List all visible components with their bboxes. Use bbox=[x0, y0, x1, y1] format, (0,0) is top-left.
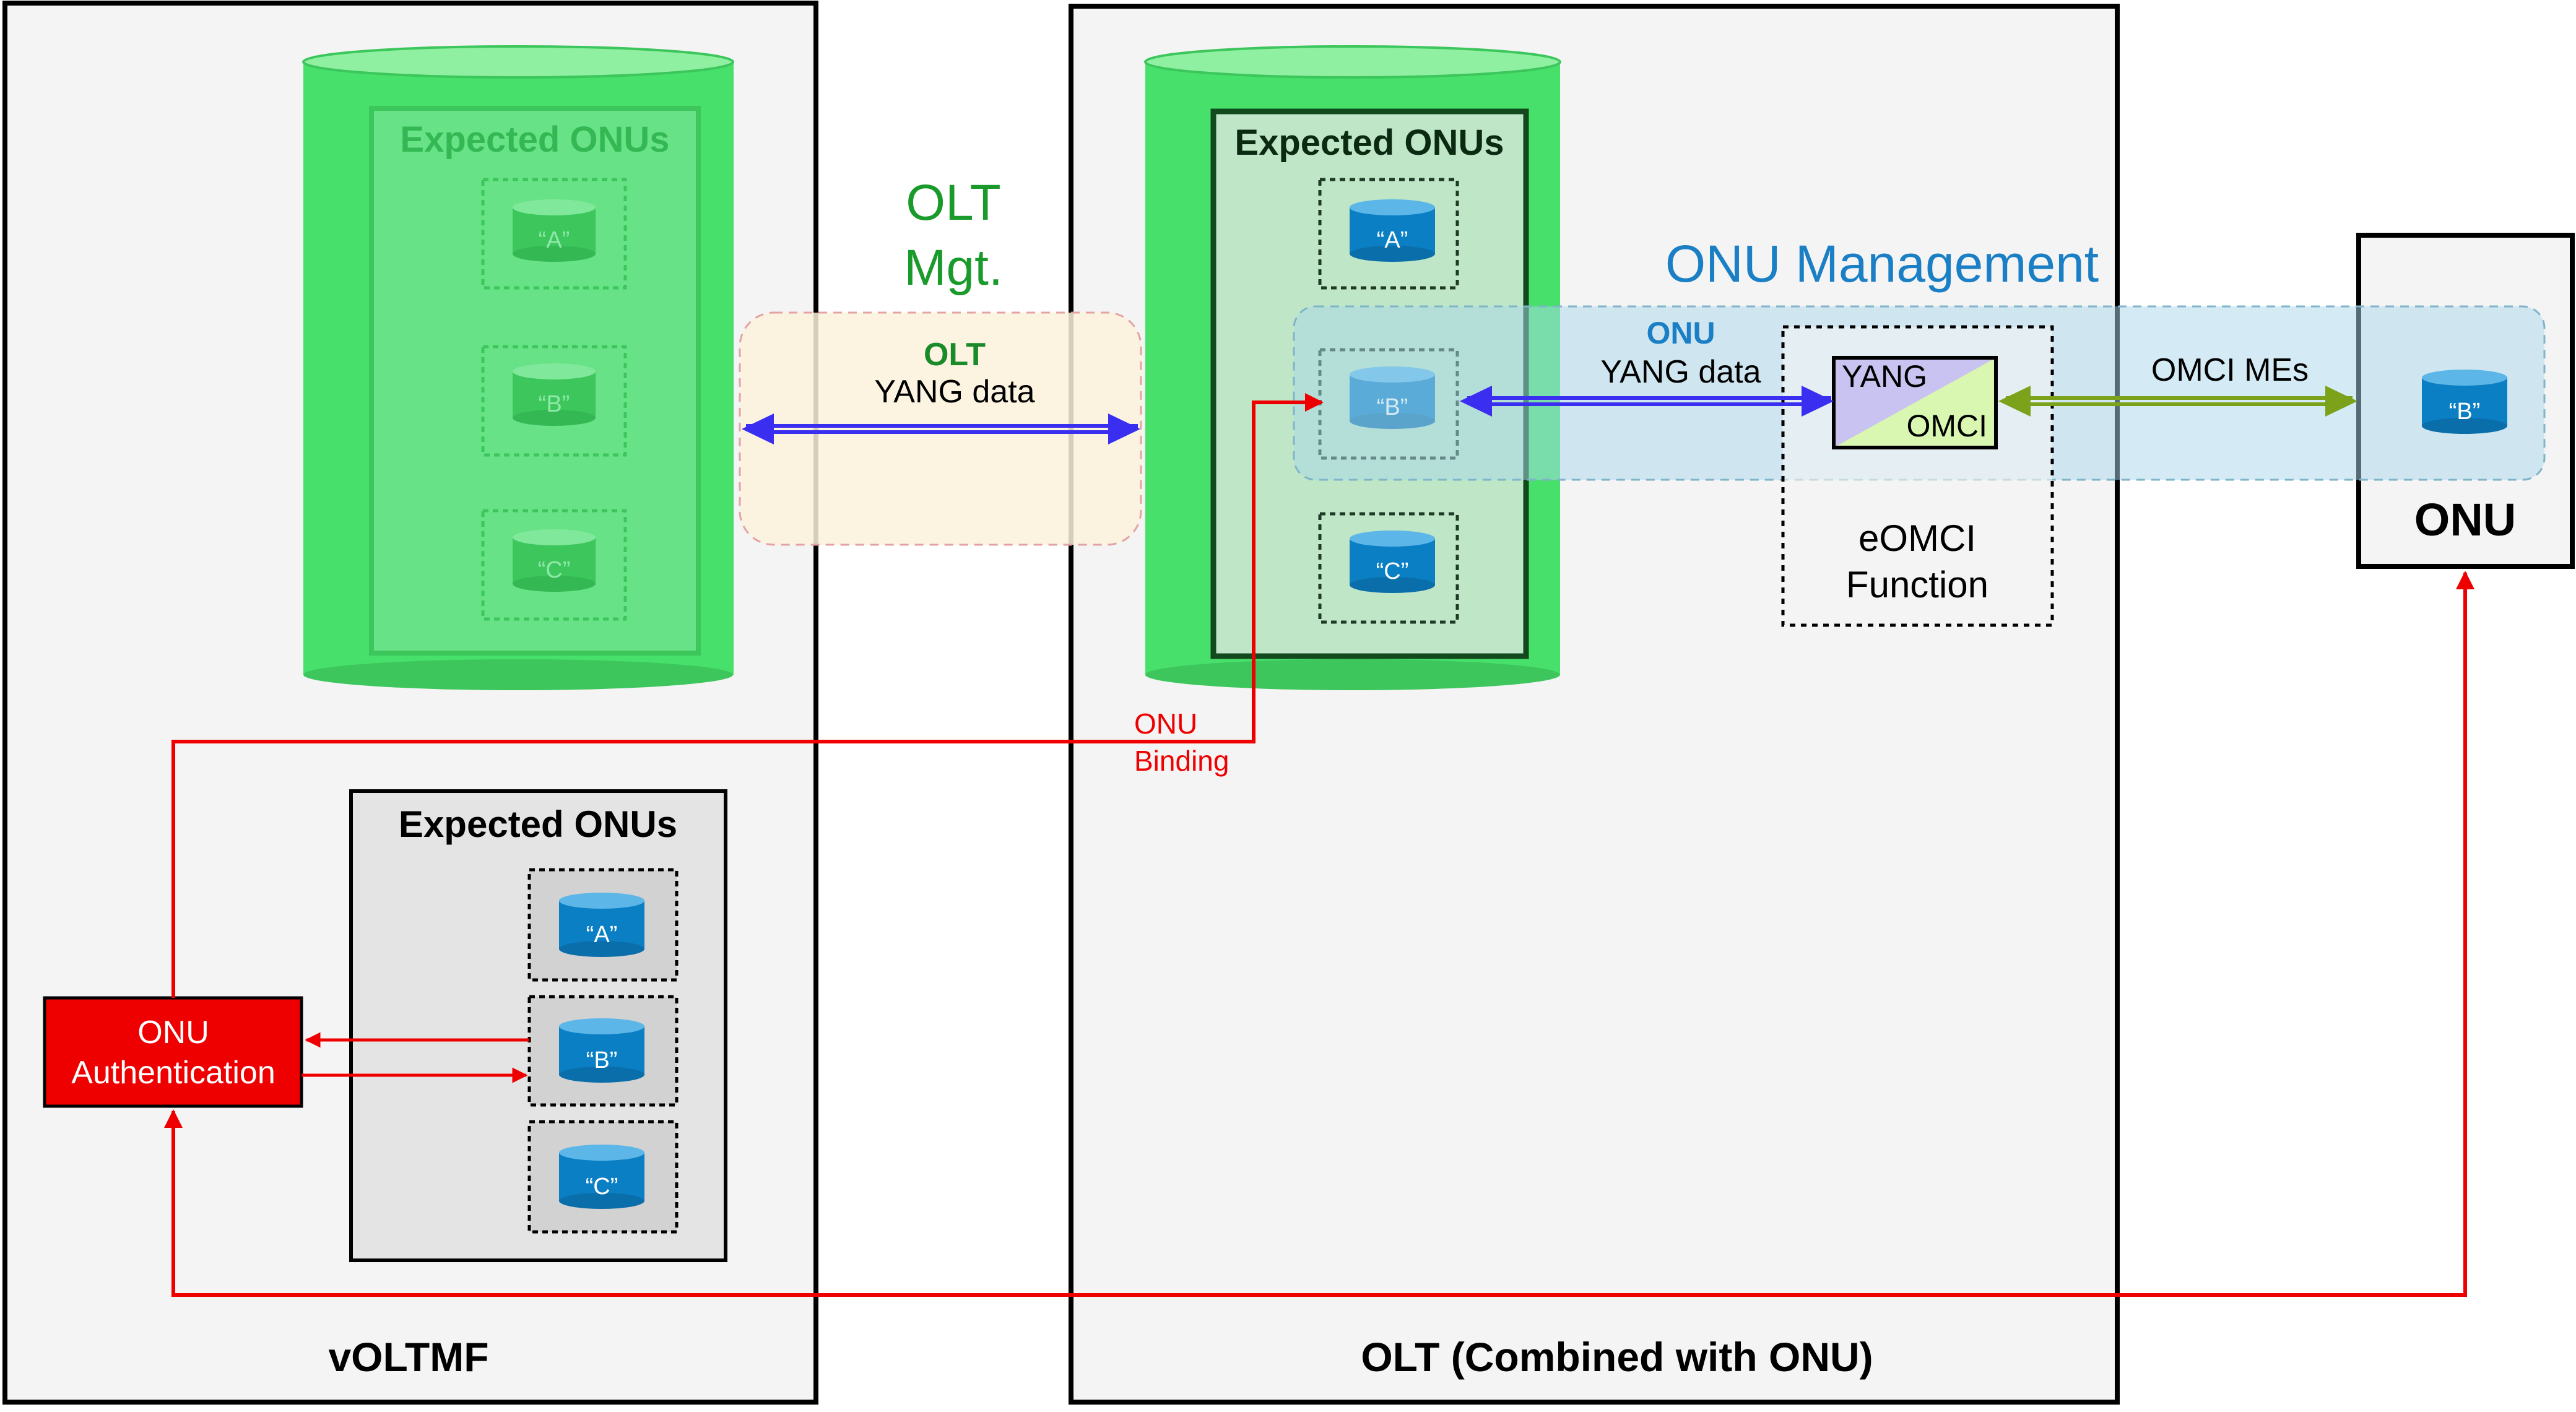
onu-yang-label-1: ONU bbox=[1646, 316, 1715, 350]
onu-authentication-label-2: Authentication bbox=[71, 1055, 275, 1091]
voltmf-grey-db-a: “A” bbox=[559, 893, 644, 957]
onu-yang-label-2: YANG data bbox=[1600, 354, 1761, 390]
olt-green-db-c-label: “C” bbox=[1376, 558, 1409, 584]
olt-green-slot-c bbox=[1318, 512, 1459, 624]
onu-device-db: “B” bbox=[2422, 370, 2507, 434]
olt-green-slot-a bbox=[1318, 178, 1459, 290]
voltmf-grey-expected-onus-title: Expected ONUs bbox=[399, 803, 677, 845]
olt-green-db-a-label: “A” bbox=[1377, 227, 1408, 253]
omci-mes-arrow bbox=[1998, 386, 2357, 417]
voltmf-grey-db-c-label: “C” bbox=[586, 1174, 618, 1200]
voltmf-green-db-b-label: “B” bbox=[539, 391, 570, 417]
olt-green-db-a: “A” bbox=[1350, 199, 1435, 262]
voltmf-grey-db-b: “B” bbox=[559, 1018, 644, 1083]
eomci-label-2: Function bbox=[1846, 564, 1988, 605]
voltmf-green-db-c: “C” bbox=[513, 529, 596, 592]
eomci-label-1: eOMCI bbox=[1858, 518, 1976, 559]
olt-yang-label-1: OLT bbox=[924, 337, 986, 373]
onu-authentication-loop-arrow bbox=[164, 571, 2474, 1297]
olt-mgt-label-1: OLT bbox=[906, 175, 1000, 231]
olt-mgt-label-2: Mgt. bbox=[904, 240, 1002, 296]
olt-yang-label-2: YANG data bbox=[874, 374, 1034, 410]
voltmf-green-database: Expected ONUs “A” “B” “C” bbox=[302, 45, 734, 690]
voltmf-grey-db-c: “C” bbox=[559, 1145, 644, 1209]
onu-authentication-label-1: ONU bbox=[137, 1015, 209, 1050]
olt-green-expected-onus-title: Expected ONUs bbox=[1234, 123, 1504, 163]
onu-panel-title: ONU bbox=[2414, 494, 2516, 545]
voltmf-green-db-c-label: “C” bbox=[538, 557, 571, 583]
voltmf-grey-db-a-label: “A” bbox=[586, 922, 618, 948]
voltmf-green-slot-b bbox=[481, 345, 627, 457]
yang-omci-converter bbox=[1832, 356, 1998, 449]
olt-yang-data-arrow bbox=[742, 414, 1140, 444]
olt-panel-title: OLT (Combined with ONU) bbox=[1361, 1334, 1873, 1380]
voltmf-green-slot-a bbox=[481, 178, 627, 290]
voltmf-green-db-a-label: “A” bbox=[539, 227, 570, 253]
omci-mes-label: OMCI MEs bbox=[2151, 352, 2309, 388]
onu-yang-data-arrow bbox=[1460, 386, 1834, 417]
omci-label: OMCI bbox=[1906, 409, 1987, 443]
yang-label: YANG bbox=[1842, 359, 1927, 394]
voltmf-green-db-a: “A” bbox=[513, 199, 596, 262]
voltmf-grey-db-b-label: “B” bbox=[586, 1047, 618, 1073]
voltmf-green-expected-onus-title: Expected ONUs bbox=[400, 119, 669, 160]
olt-green-db-c: “C” bbox=[1350, 531, 1435, 593]
voltmf-panel-title: vOLTMF bbox=[328, 1334, 488, 1380]
onu-management-label: ONU Management bbox=[1665, 235, 2099, 293]
onu-device-db-label: “B” bbox=[2449, 399, 2481, 425]
onu-binding-label-2: Binding bbox=[1134, 745, 1229, 777]
olt-mgt-zone bbox=[739, 311, 1142, 546]
voltmf-green-db-b: “B” bbox=[513, 363, 596, 426]
onu-binding-label-1: ONU bbox=[1134, 708, 1197, 740]
